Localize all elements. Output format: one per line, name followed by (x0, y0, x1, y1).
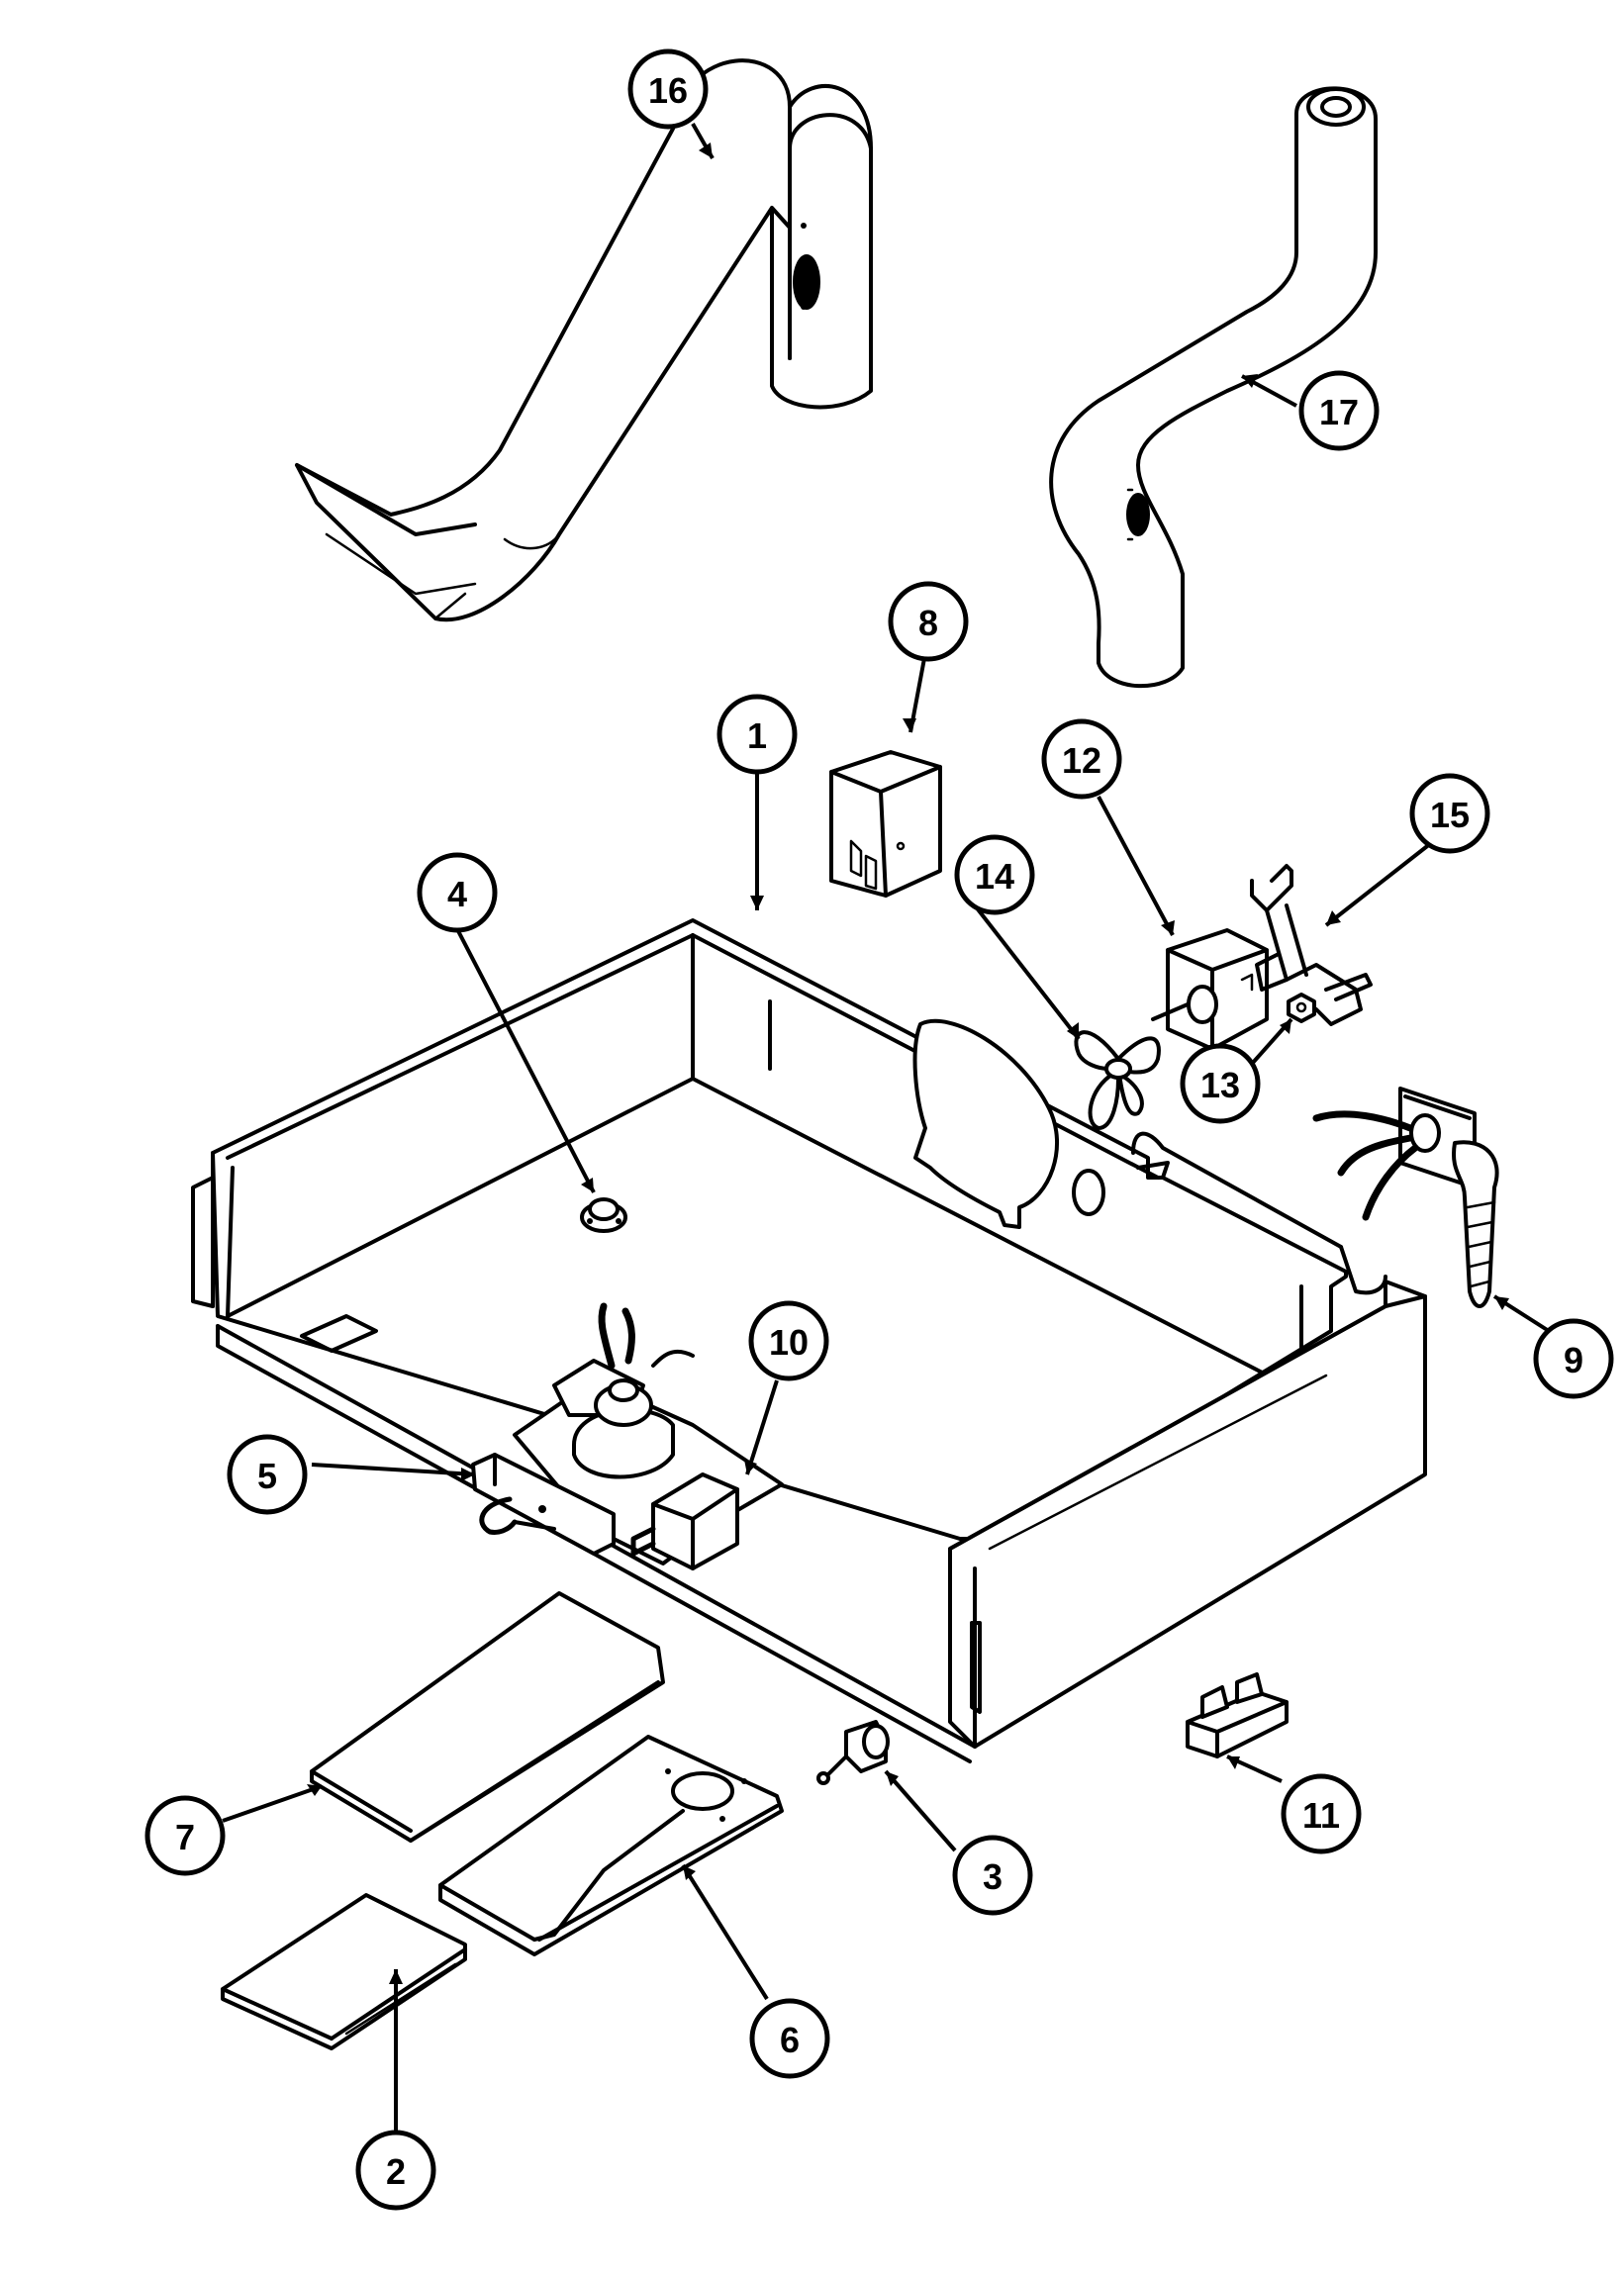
ignitor-3 (816, 1720, 890, 1785)
callout-14: 14 (954, 834, 1035, 915)
callout-6: 6 (749, 1998, 830, 2079)
callout-2-label: 2 (386, 2151, 406, 2192)
bracket-5 (471, 1453, 616, 1556)
callout-7: 7 (144, 1795, 226, 1876)
callout-1: 1 (716, 694, 798, 775)
power-cord-9 (1312, 1087, 1499, 1308)
callout-6-label: 6 (780, 2020, 800, 2060)
callout-13-label: 13 (1200, 1065, 1240, 1105)
callout-1-label: 1 (747, 715, 767, 756)
callout-8-label: 8 (918, 603, 938, 643)
callout-4-label: 4 (447, 874, 467, 914)
plate-6 (438, 1735, 784, 1956)
bracket-15 (1250, 864, 1373, 1026)
callout-8: 8 (888, 581, 969, 662)
callout-4: 4 (417, 852, 498, 933)
burner-valve-assembly-10 (513, 1302, 784, 1570)
clip-11 (1186, 1672, 1289, 1758)
callouts: 16 17 8 1 12 15 14 4 (144, 48, 1614, 2211)
callout-11-label: 11 (1302, 1795, 1340, 1836)
callout-17: 17 (1298, 370, 1380, 451)
callout-13: 13 (1180, 1043, 1261, 1124)
callout-3: 3 (952, 1835, 1033, 1916)
leader-lines (222, 123, 1551, 2133)
callout-16: 16 (627, 48, 709, 130)
callout-10-label: 10 (769, 1322, 809, 1363)
callout-3-label: 3 (983, 1856, 1003, 1897)
nut-13 (1287, 993, 1316, 1023)
callout-9-label: 9 (1564, 1340, 1583, 1380)
base-tray-1 (191, 918, 1427, 1763)
duct-16 (295, 58, 873, 622)
duct-17 (1049, 86, 1378, 689)
callout-15-label: 15 (1430, 795, 1470, 835)
callout-10: 10 (748, 1300, 829, 1381)
callout-2: 2 (355, 2130, 436, 2211)
callout-5-label: 5 (257, 1456, 277, 1496)
callout-9: 9 (1533, 1318, 1614, 1399)
callout-7-label: 7 (175, 1817, 195, 1857)
arrowheads (307, 142, 1509, 1984)
callout-17-label: 17 (1319, 392, 1359, 432)
callout-15: 15 (1409, 773, 1490, 854)
fan-blade-14 (1074, 1030, 1161, 1130)
shield-2 (221, 1893, 467, 2050)
callout-11: 11 (1281, 1773, 1362, 1854)
callout-14-label: 14 (975, 856, 1014, 897)
motor-12 (1151, 928, 1269, 1051)
relay-8 (829, 750, 942, 898)
thermostat-4 (580, 1197, 627, 1233)
shield-7 (310, 1591, 665, 1843)
callout-16-label: 16 (648, 70, 688, 111)
callout-12: 12 (1041, 718, 1122, 800)
callout-5: 5 (227, 1434, 308, 1515)
callout-12-label: 12 (1062, 740, 1101, 781)
